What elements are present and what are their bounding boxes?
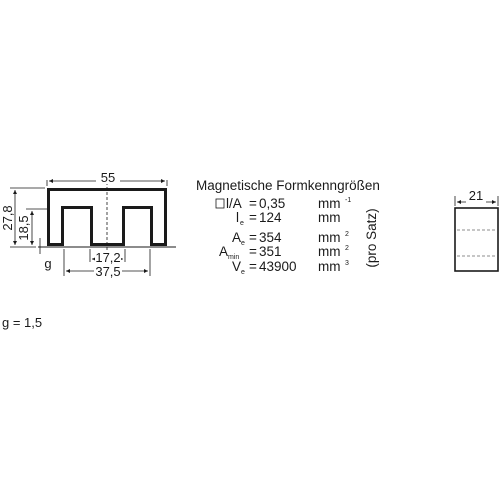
param-symbol: A: [219, 244, 228, 259]
param-row: A e = 354 mm 2: [232, 230, 349, 247]
param-row: A min = 351 mm 2: [219, 244, 349, 261]
param-value: 43900: [259, 259, 297, 274]
param-unit: mm: [318, 196, 341, 211]
param-row: l/A = 0,35 mm -1: [215, 196, 351, 211]
param-eq: =: [249, 196, 257, 211]
svg-text:l/A: l/A: [226, 196, 242, 211]
param-value: 351: [259, 244, 282, 259]
dim-depth-label: 21: [469, 188, 483, 203]
param-eq: =: [249, 210, 257, 225]
param-unit-sup: -1: [345, 197, 351, 204]
param-row: l e = 124 mm: [236, 210, 341, 227]
param-symbol: l: [236, 210, 239, 225]
param-unit: mm: [318, 210, 341, 225]
param-symbol-sub: e: [241, 240, 245, 247]
param-unit: mm: [318, 230, 341, 245]
side-core-body: [454, 207, 499, 272]
dim-width-label: 55: [101, 170, 115, 185]
param-value: 124: [259, 210, 282, 225]
param-value: 0,35: [259, 196, 285, 211]
param-symbol-sub: e: [240, 220, 244, 227]
param-unit-sup: 2: [345, 245, 349, 252]
gap-note: g = 1,5: [2, 315, 42, 330]
param-unit-sup: 2: [345, 231, 349, 238]
core-side-view: 21: [454, 188, 499, 272]
param-unit: mm: [318, 244, 341, 259]
parameter-title: Magnetische Formkenngrößen: [196, 178, 380, 193]
param-symbol: V: [232, 259, 241, 274]
sum-symbol-icon: [215, 198, 225, 209]
gap-label: g: [44, 256, 51, 271]
param-unit: mm: [318, 259, 341, 274]
param-symbol-sub: e: [241, 269, 245, 276]
param-eq: =: [249, 244, 257, 259]
core-front-view: 55 27,8 18,5 g 17,2 37,5: [0, 170, 176, 279]
param-symbol-sub: min: [228, 254, 239, 261]
param-unit-sup: 3: [345, 260, 349, 267]
dim-center-leg-label: 17,2: [95, 250, 120, 265]
dim-height-outer-label: 27,8: [0, 205, 15, 230]
per-set-note: (pro Satz): [364, 208, 379, 267]
param-eq: =: [249, 259, 257, 274]
dim-height-inner-label: 18,5: [16, 215, 31, 240]
param-row: V e = 43900 mm 3: [232, 259, 349, 276]
parameter-block: Magnetische Formkenngrößen l/A = 0,35 mm…: [196, 178, 380, 276]
param-value: 354: [259, 230, 282, 245]
param-symbol: A: [232, 230, 241, 245]
dim-window-label: 37,5: [95, 264, 120, 279]
param-eq: =: [249, 230, 257, 245]
